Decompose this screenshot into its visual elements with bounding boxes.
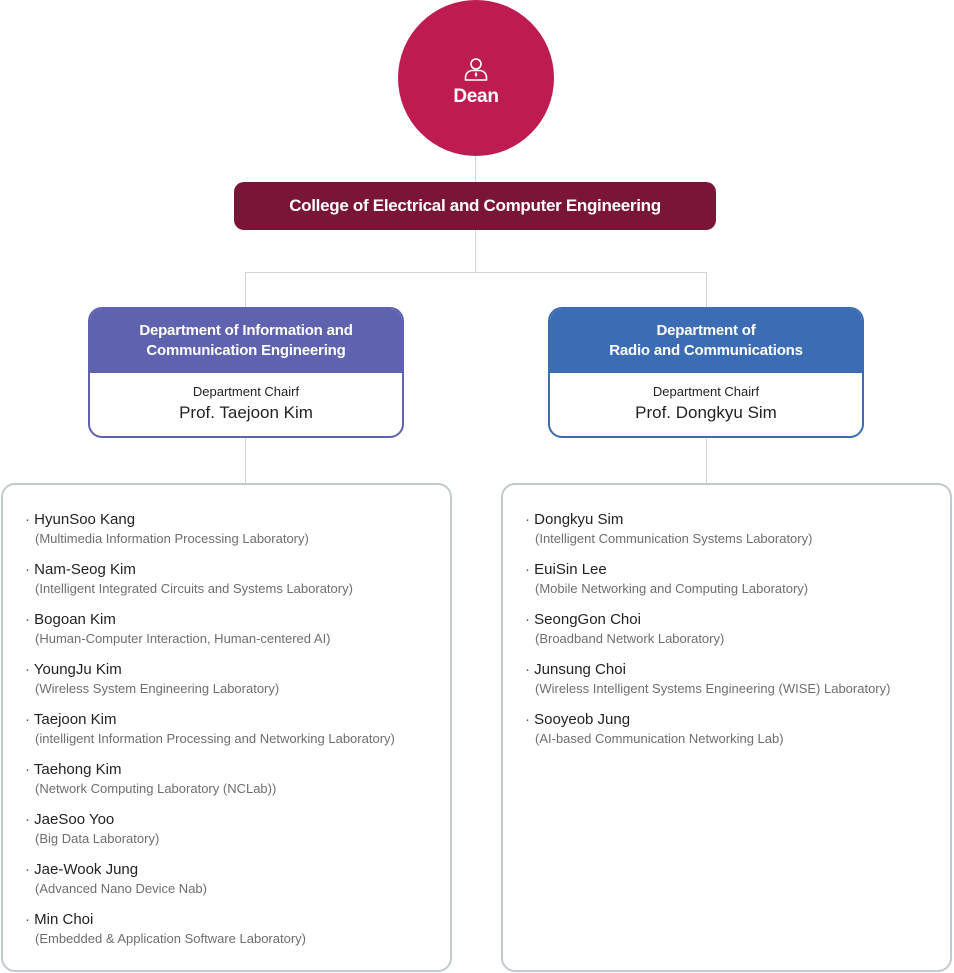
member-lab: (Human-Computer Interaction, Human-cente… (35, 631, 331, 646)
member-name: YoungJu Kim (25, 660, 450, 680)
list-item: HyunSoo Kang (Multimedia Information Pro… (25, 510, 450, 560)
member-lab: (intelligent Information Processing and … (35, 731, 395, 746)
list-item: JaeSoo Yoo (Big Data Laboratory) (25, 810, 450, 860)
member-lab: (Network Computing Laboratory (NCLab)) (35, 781, 277, 796)
member-name: Dongkyu Sim (525, 510, 950, 530)
member-lab: (Intelligent Integrated Circuits and Sys… (35, 581, 353, 596)
member-lab: (Mobile Networking and Computing Laborat… (535, 581, 809, 596)
department-chair-role: Department Chairf (192, 384, 300, 399)
list-item: YoungJu Kim (Wireless System Engineering… (25, 660, 450, 710)
department-header: Department of Information and Communicat… (90, 309, 402, 373)
member-name: EuiSin Lee (525, 560, 950, 580)
connector-left-dept (245, 272, 246, 307)
person-icon (464, 58, 488, 81)
connector-dean-college (475, 156, 476, 182)
member-name: Bogoan Kim (25, 610, 450, 630)
connector-left-panel (245, 438, 246, 483)
college-title: College of Electrical and Computer Engin… (289, 196, 661, 215)
member-lab: (Wireless Intelligent Systems Engineerin… (535, 681, 891, 696)
department-info-comm: Department of Information and Communicat… (88, 307, 404, 438)
member-name: HyunSoo Kang (25, 510, 450, 530)
member-name: Jae-Wook Jung (25, 860, 450, 880)
faculty-list-radio-comm: Dongkyu Sim (Intelligent Communication S… (501, 483, 952, 972)
connector-right-dept (706, 272, 707, 307)
department-chair-role: Department Chairf (652, 384, 760, 399)
list-item: Sooyeob Jung (AI-based Communication Net… (525, 710, 950, 760)
department-title-line2: Radio and Communications (609, 342, 803, 359)
list-item: Junsung Choi (Wireless Intelligent Syste… (525, 660, 950, 710)
dean-node: Dean (398, 0, 554, 156)
member-lab: (Advanced Nano Device Nab) (35, 881, 207, 896)
list-item: Min Choi (Embedded & Application Softwar… (25, 910, 450, 960)
department-radio-comm: Department of Radio and Communications D… (548, 307, 864, 438)
list-item: Bogoan Kim (Human-Computer Interaction, … (25, 610, 450, 660)
list-item: Taehong Kim (Network Computing Laborator… (25, 760, 450, 810)
college-node: College of Electrical and Computer Engin… (234, 182, 716, 230)
member-lab: (Intelligent Communication Systems Labor… (535, 531, 813, 546)
member-name: Min Choi (25, 910, 450, 930)
list-item: Dongkyu Sim (Intelligent Communication S… (525, 510, 950, 560)
faculty-list-info-comm: HyunSoo Kang (Multimedia Information Pro… (1, 483, 452, 972)
department-title-line2: Communication Engineering (146, 342, 346, 359)
member-name: SeongGon Choi (525, 610, 950, 630)
member-name: Taehong Kim (25, 760, 450, 780)
member-name: Junsung Choi (525, 660, 950, 680)
connector-college-down (475, 230, 476, 272)
department-title-line1: Department of Information and (139, 322, 353, 339)
list-item: Jae-Wook Jung (Advanced Nano Device Nab) (25, 860, 450, 910)
department-chair-name: Prof. Dongkyu Sim (635, 403, 777, 422)
member-lab: (Wireless System Engineering Laboratory) (35, 681, 280, 696)
member-lab: (AI-based Communication Networking Lab) (535, 731, 784, 746)
member-name: Sooyeob Jung (525, 710, 950, 730)
member-name: Taejoon Kim (25, 710, 450, 730)
dean-label: Dean (453, 86, 499, 107)
member-lab: (Embedded & Application Software Laborat… (35, 931, 306, 946)
connector-horizontal (245, 272, 707, 273)
list-item: Nam-Seog Kim (Intelligent Integrated Cir… (25, 560, 450, 610)
department-header: Department of Radio and Communications (550, 309, 862, 373)
member-name: Nam-Seog Kim (25, 560, 450, 580)
department-chair-name: Prof. Taejoon Kim (179, 403, 313, 422)
member-name: JaeSoo Yoo (25, 810, 450, 830)
member-lab: (Big Data Laboratory) (35, 831, 160, 846)
list-item: Taejoon Kim (intelligent Information Pro… (25, 710, 450, 760)
member-lab: (Broadband Network Laboratory) (535, 631, 725, 646)
member-lab: (Multimedia Information Processing Labor… (35, 531, 309, 546)
list-item: EuiSin Lee (Mobile Networking and Comput… (525, 560, 950, 610)
department-title-line1: Department of (656, 322, 756, 339)
connector-right-panel (706, 438, 707, 483)
list-item: SeongGon Choi (Broadband Network Laborat… (525, 610, 950, 660)
